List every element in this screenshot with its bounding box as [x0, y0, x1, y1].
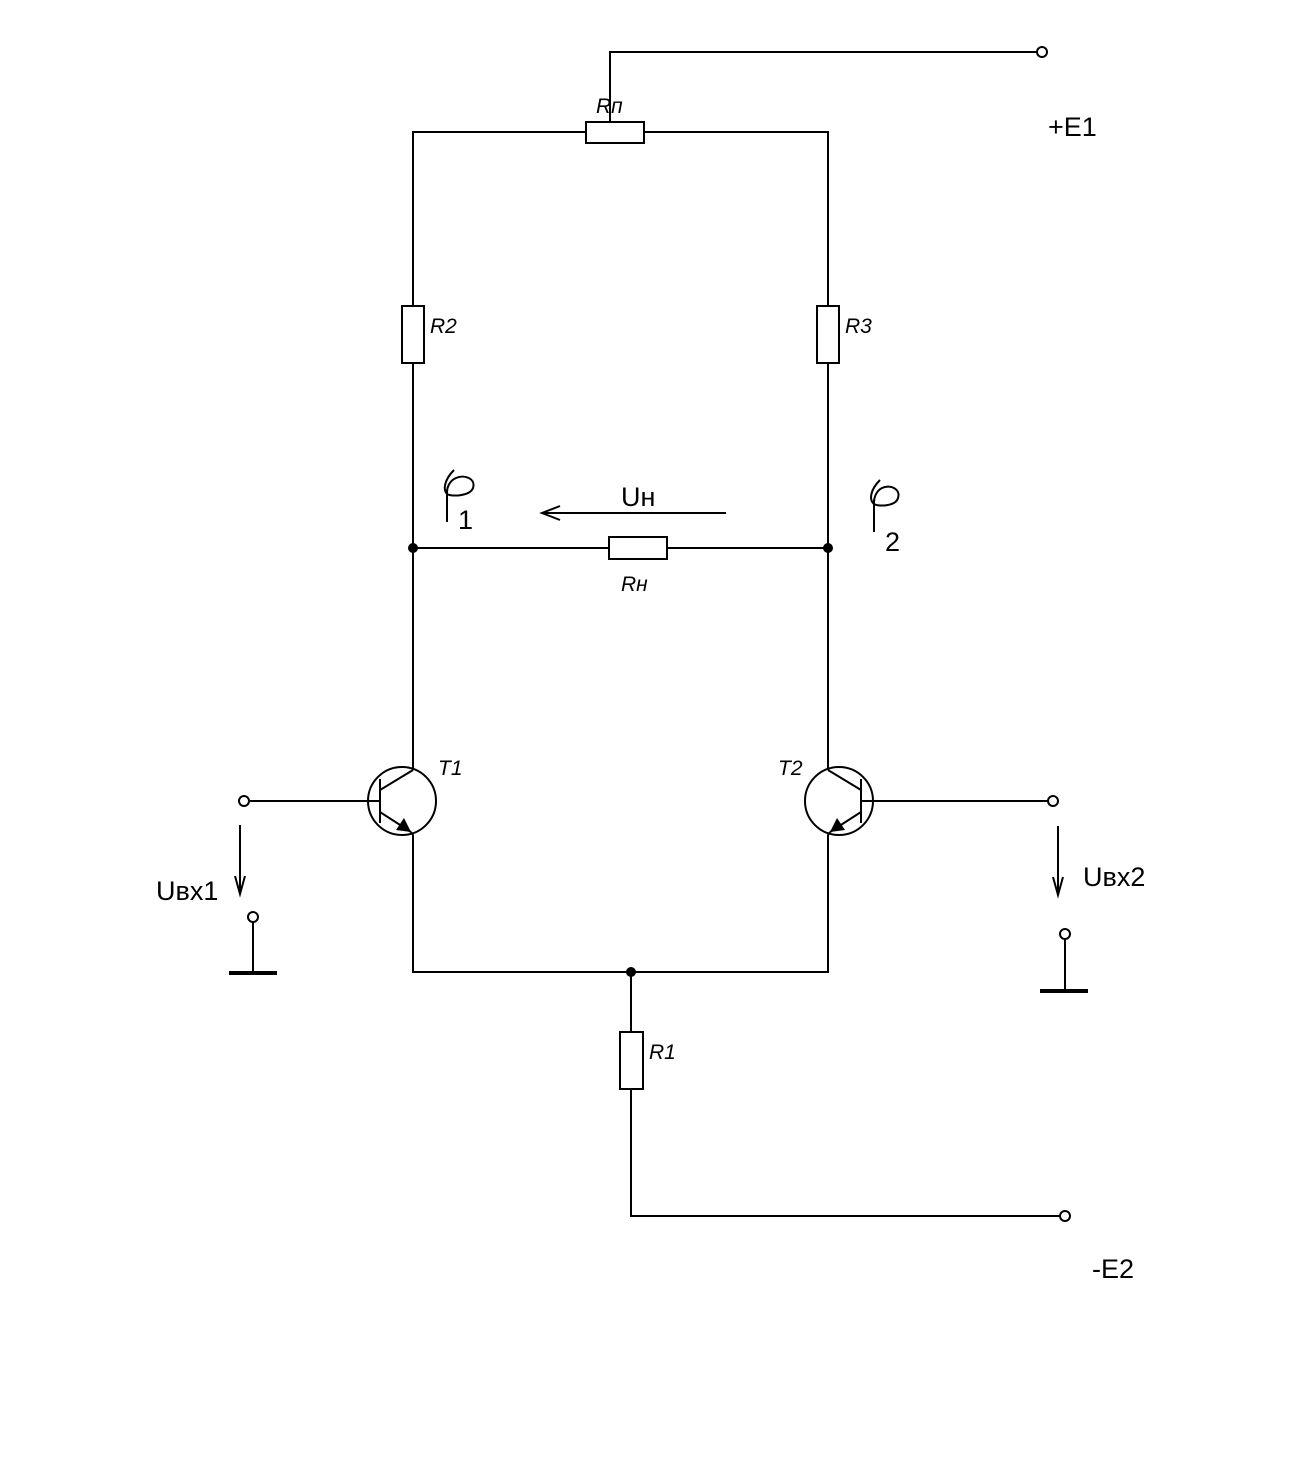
label-e1: +E1	[1048, 112, 1097, 142]
label-t2: T2	[778, 757, 803, 780]
label-rn: Rн	[621, 573, 648, 596]
phi-1-icon	[443, 469, 475, 522]
label-t1: T1	[438, 757, 463, 780]
label-uvx1: Uвх1	[156, 876, 218, 906]
terminal-gnd1[interactable]	[247, 911, 259, 923]
label-r3: R3	[845, 315, 872, 338]
wire-top-left	[412, 131, 586, 306]
terminal-gnd2[interactable]	[1059, 928, 1071, 940]
terminal-e1[interactable]	[1036, 46, 1048, 58]
terminal-uvx2[interactable]	[1047, 795, 1059, 807]
label-r2: R2	[430, 315, 457, 338]
label-uvx2: Uвх2	[1083, 862, 1145, 892]
node-phi1	[408, 543, 418, 553]
resistor-r3	[816, 305, 840, 364]
resistor-rp	[585, 121, 645, 144]
wire-e2	[630, 1089, 1060, 1217]
label-phi2-sub: 2	[885, 527, 900, 557]
label-phi1-sub: 1	[458, 505, 473, 535]
phi-2-icon	[870, 479, 900, 532]
label-e2: -E2	[1092, 1254, 1134, 1284]
label-un: Uн	[621, 482, 655, 512]
terminal-e2[interactable]	[1059, 1210, 1071, 1222]
wire-emitters	[410, 831, 831, 973]
terminal-uvx1[interactable]	[238, 795, 250, 807]
wire-top-right	[644, 131, 829, 306]
label-r1: R1	[649, 1041, 676, 1064]
node-phi2	[823, 543, 833, 553]
arrow-uvx1-head	[234, 875, 246, 898]
arrow-un-head	[539, 505, 561, 521]
resistor-r1	[619, 1031, 644, 1090]
resistor-rn	[608, 536, 668, 560]
wire-e1-top	[609, 51, 1040, 122]
arrow-uvx2-head	[1052, 876, 1064, 899]
label-rp: Rп	[596, 95, 623, 118]
resistor-r2	[401, 305, 425, 364]
